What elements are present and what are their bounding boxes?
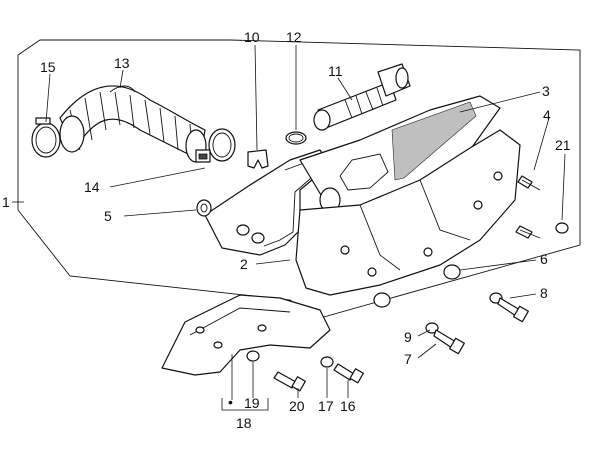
assembly-group-outline: [17, 39, 581, 319]
bolt-7: [425, 322, 465, 355]
intake-hose: [59, 85, 207, 163]
washer-17: [320, 356, 334, 368]
callout-1: 1: [2, 194, 10, 210]
callout-3: 3: [542, 83, 550, 99]
heat-shield-bracket: [161, 294, 331, 376]
callout-13: 13: [114, 55, 130, 71]
washer-19: [246, 350, 260, 362]
screw-upper: [517, 175, 541, 191]
screw-lower: [515, 225, 541, 239]
callout-10: 10: [244, 29, 260, 45]
screw-16: [333, 363, 364, 384]
callout-15: 15: [40, 59, 56, 75]
bolt-8: [489, 292, 529, 323]
screw-20: [273, 371, 306, 392]
callout-21: 21: [555, 137, 571, 153]
bush-5: [196, 199, 212, 217]
callout-4: 4: [543, 107, 551, 123]
callout-7: 7: [404, 351, 412, 367]
intake-duct-tube: [313, 63, 411, 131]
callout-9: 9: [404, 329, 412, 345]
spring-clip: [247, 149, 269, 169]
kit-marker: •: [228, 394, 233, 410]
callout-17: 17: [318, 398, 334, 414]
callout-2: 2: [240, 256, 248, 272]
spacer: [443, 264, 461, 280]
airbox-housing: [295, 129, 521, 296]
callout-14: 14: [84, 179, 100, 195]
hose-clamp-large: [31, 117, 61, 158]
callout-18: 18: [236, 415, 252, 431]
grommet: [555, 222, 569, 234]
callout-16: 16: [340, 398, 356, 414]
callout-12: 12: [286, 29, 302, 45]
bush-lower: [373, 292, 391, 308]
callout-20: 20: [289, 398, 305, 414]
callout-8: 8: [540, 285, 548, 301]
retaining-ring: [285, 131, 307, 145]
leader-lines: [12, 44, 566, 411]
hose-clamp-small: [195, 128, 236, 163]
callout-5: 5: [104, 208, 112, 224]
callout-6: 6: [540, 251, 548, 267]
callout-19: 19: [244, 395, 260, 411]
callout-11: 11: [328, 63, 343, 79]
